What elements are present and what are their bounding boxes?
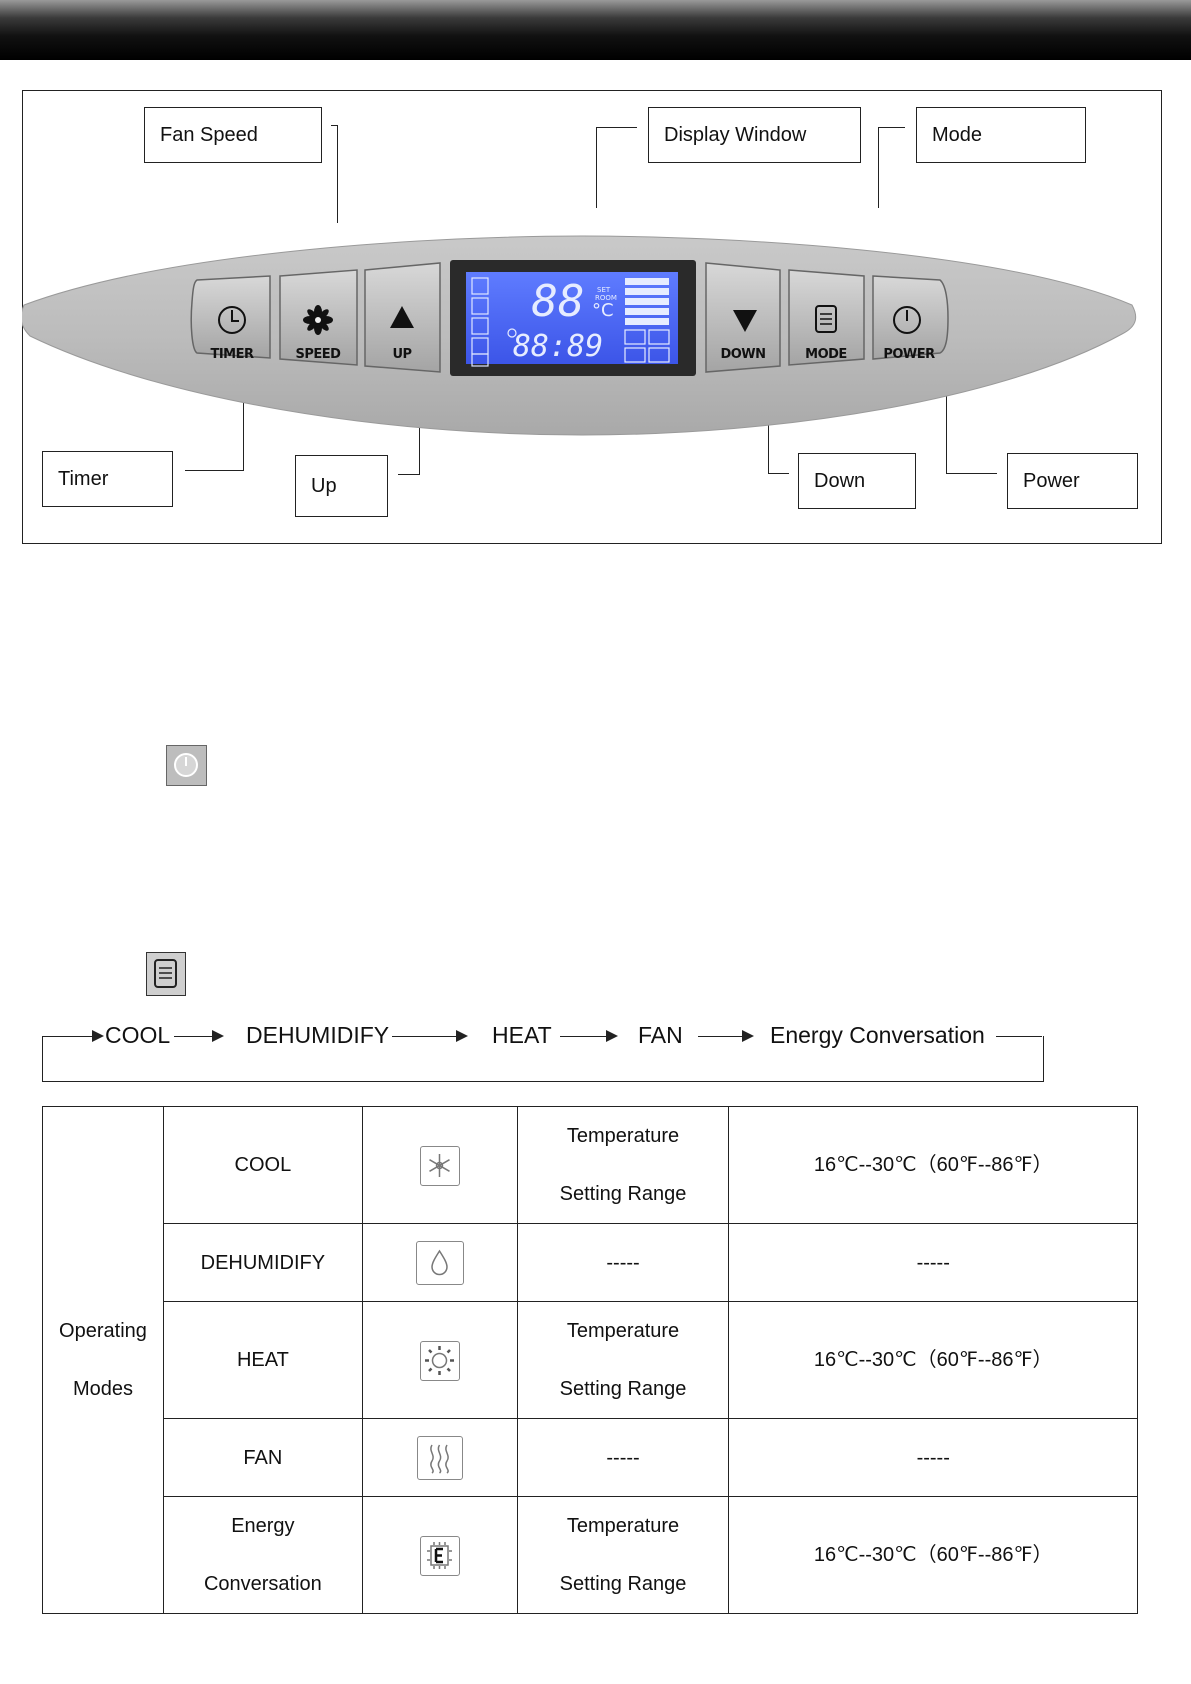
power-icon xyxy=(893,306,921,334)
display-window: 88 SET ROOM °C 88:89 xyxy=(450,260,696,376)
table-row: FAN ----- ----- xyxy=(43,1418,1138,1497)
range-value: ----- xyxy=(728,1418,1138,1497)
mode-name: FAN xyxy=(162,1418,363,1497)
range-value: ----- xyxy=(728,1223,1138,1302)
operating-modes-table: Operating Modes COOL Temperature Setting… xyxy=(42,1106,1138,1614)
leader-display-window xyxy=(596,127,637,208)
callout-display-window: Display Window xyxy=(648,107,861,163)
leader-fan-speed-tick xyxy=(331,125,338,127)
speed-button-label: SPEED xyxy=(296,347,342,362)
timer-button[interactable]: TIMER xyxy=(190,275,271,362)
fan-wave-icon xyxy=(416,1436,463,1481)
range-value: 16℃--30℃（60℉--86℉） xyxy=(728,1301,1138,1419)
operating-modes-label: Operating Modes xyxy=(42,1106,164,1614)
down-button-label: DOWN xyxy=(720,347,765,362)
speed-button[interactable]: SPEED xyxy=(279,269,358,366)
mode-dehumidify: DEHUMIDIFY xyxy=(246,1022,390,1048)
display-room: ROOM xyxy=(595,294,617,302)
display-set: SET xyxy=(597,286,611,294)
leader-power xyxy=(946,370,997,474)
fan-icon xyxy=(303,305,333,335)
display-grid xyxy=(625,278,669,325)
clock-icon xyxy=(218,306,246,334)
up-button-label: UP xyxy=(392,347,411,362)
down-button[interactable]: DOWN xyxy=(705,262,781,373)
callout-fan-speed: Fan Speed xyxy=(144,107,322,163)
leader-mode xyxy=(878,127,905,208)
power-button-label: POWER xyxy=(883,347,935,362)
range-label: Temperature Setting Range xyxy=(516,1106,730,1224)
leader-timer xyxy=(185,380,244,471)
up-arrow-icon xyxy=(390,306,414,328)
snowflake-icon xyxy=(419,1145,460,1186)
up-button[interactable]: UP xyxy=(364,262,441,373)
mode-energy-conversation: Energy Conversation xyxy=(770,1022,985,1048)
range-label: Temperature Setting Range xyxy=(516,1496,730,1614)
callout-down: Down xyxy=(798,453,916,509)
callout-power: Power xyxy=(1007,453,1138,509)
mode-cool: COOL xyxy=(105,1022,171,1048)
down-arrow-icon xyxy=(733,310,757,332)
range-value: 16℃--30℃（60℉--86℉） xyxy=(728,1106,1138,1224)
mode-name: HEAT xyxy=(162,1301,363,1419)
mode-icon xyxy=(146,952,186,996)
display-temp: 88 xyxy=(532,276,585,327)
mode-name: COOL xyxy=(162,1106,363,1224)
mode-button[interactable]: MODE xyxy=(788,269,865,366)
sun-icon xyxy=(419,1340,460,1381)
header-bar xyxy=(0,0,1191,60)
control-panel: TIMER SPEED UP 88 SET ROOM °C 88:89 xyxy=(22,235,1137,436)
range-label: ----- xyxy=(516,1223,730,1302)
power-icon xyxy=(166,745,207,786)
table-row: HEAT Temperature Setting Range 16℃--30℃（… xyxy=(43,1301,1138,1419)
leader-down xyxy=(768,380,789,474)
power-button[interactable]: POWER xyxy=(872,275,949,362)
display-unit: °C xyxy=(592,300,614,321)
timer-button-label: TIMER xyxy=(210,347,254,362)
mode-name: DEHUMIDIFY xyxy=(162,1223,363,1302)
display-time: 88:89 xyxy=(513,329,603,364)
alarm-icon xyxy=(507,328,517,338)
mode-list-icon xyxy=(815,305,837,333)
range-label: Temperature Setting Range xyxy=(516,1301,730,1419)
range-label: ----- xyxy=(516,1418,730,1497)
table-row: Energy Conversation Temperature Setting … xyxy=(43,1496,1138,1614)
leader-fan-speed xyxy=(337,125,339,223)
callout-timer: Timer xyxy=(42,451,173,507)
callout-mode: Mode xyxy=(916,107,1086,163)
range-value: 16℃--30℃（60℉--86℉） xyxy=(728,1496,1138,1614)
callout-up: Up xyxy=(295,455,388,517)
mode-button-label: MODE xyxy=(805,347,847,362)
mode-fan: FAN xyxy=(638,1022,683,1048)
droplet-icon xyxy=(415,1241,464,1286)
energy-e-icon xyxy=(419,1535,460,1576)
table-row: DEHUMIDIFY ----- ----- xyxy=(43,1223,1138,1302)
mode-heat: HEAT xyxy=(492,1022,552,1048)
table-row: Operating Modes COOL Temperature Setting… xyxy=(42,1106,1138,1614)
mode-name: Energy Conversation xyxy=(162,1496,363,1614)
